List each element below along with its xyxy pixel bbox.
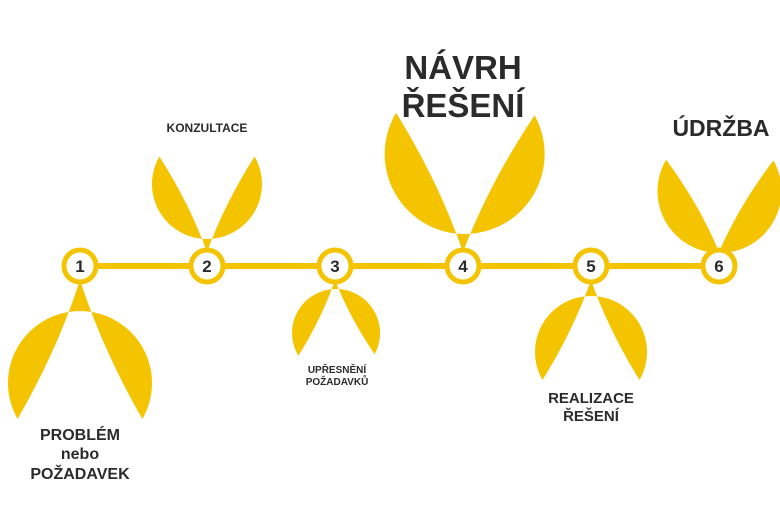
step-6-pin bbox=[657, 77, 780, 254]
step-2-pin bbox=[151, 83, 262, 252]
step-1-pin bbox=[8, 280, 152, 515]
timeline-nodes: 1 2 3 4 5 6 bbox=[61, 247, 738, 285]
step-3-pin bbox=[292, 280, 381, 414]
step-6-pin-shape bbox=[657, 159, 780, 254]
step-3-label: UPŘESNĚNÍ POŽADAVKŮ bbox=[305, 364, 369, 388]
step-3-node-circle bbox=[316, 247, 354, 285]
step-5-label: REALIZACE ŘEŠENÍ bbox=[548, 389, 634, 425]
step-2-node: 2 bbox=[188, 247, 226, 285]
step-4-node: 4 bbox=[444, 247, 482, 285]
step-1-node-circle bbox=[61, 247, 99, 285]
step-4-node-circle bbox=[444, 247, 482, 285]
step-2-pin-face bbox=[161, 83, 253, 175]
step-5-number: 5 bbox=[586, 257, 595, 276]
step-5-node: 5 bbox=[572, 247, 610, 285]
step-6-number: 6 bbox=[714, 257, 723, 276]
step-1-pin-face bbox=[20, 395, 140, 515]
step-4-pin-shape bbox=[384, 112, 545, 252]
step-6-node: 6 bbox=[700, 247, 738, 285]
step-1-label: PROBLÉM nebo POŽADAVEK bbox=[30, 426, 130, 483]
step-1-number: 1 bbox=[75, 257, 84, 276]
step-4-label: NÁVRH ŘEŠENÍ bbox=[401, 49, 525, 124]
step-5-node-circle bbox=[572, 247, 610, 285]
step-4-pin bbox=[384, 7, 545, 252]
step-3-node: 3 bbox=[316, 247, 354, 285]
step-5-pin-face bbox=[544, 361, 638, 455]
step-2-label: KONZULTACE bbox=[166, 120, 248, 135]
step-2-number: 2 bbox=[202, 257, 211, 276]
step-1-pin-shape bbox=[8, 280, 152, 419]
step-6-pin-face bbox=[668, 77, 772, 181]
step-1-node: 1 bbox=[61, 247, 99, 285]
step-5-pin bbox=[535, 280, 648, 455]
step-3-pin-face bbox=[300, 340, 374, 414]
step-5-pin-shape bbox=[535, 280, 648, 380]
step-6-label: ÚDRŽBA bbox=[672, 114, 770, 141]
step-2-pin-shape bbox=[151, 156, 262, 252]
step-4-pin-face bbox=[399, 7, 533, 141]
step-3-pin-shape bbox=[292, 280, 381, 356]
step-6-node-circle bbox=[700, 247, 738, 285]
step-3-number: 3 bbox=[330, 257, 339, 276]
step-4-number: 4 bbox=[458, 257, 468, 276]
step-2-node-circle bbox=[188, 247, 226, 285]
pins bbox=[8, 7, 780, 515]
